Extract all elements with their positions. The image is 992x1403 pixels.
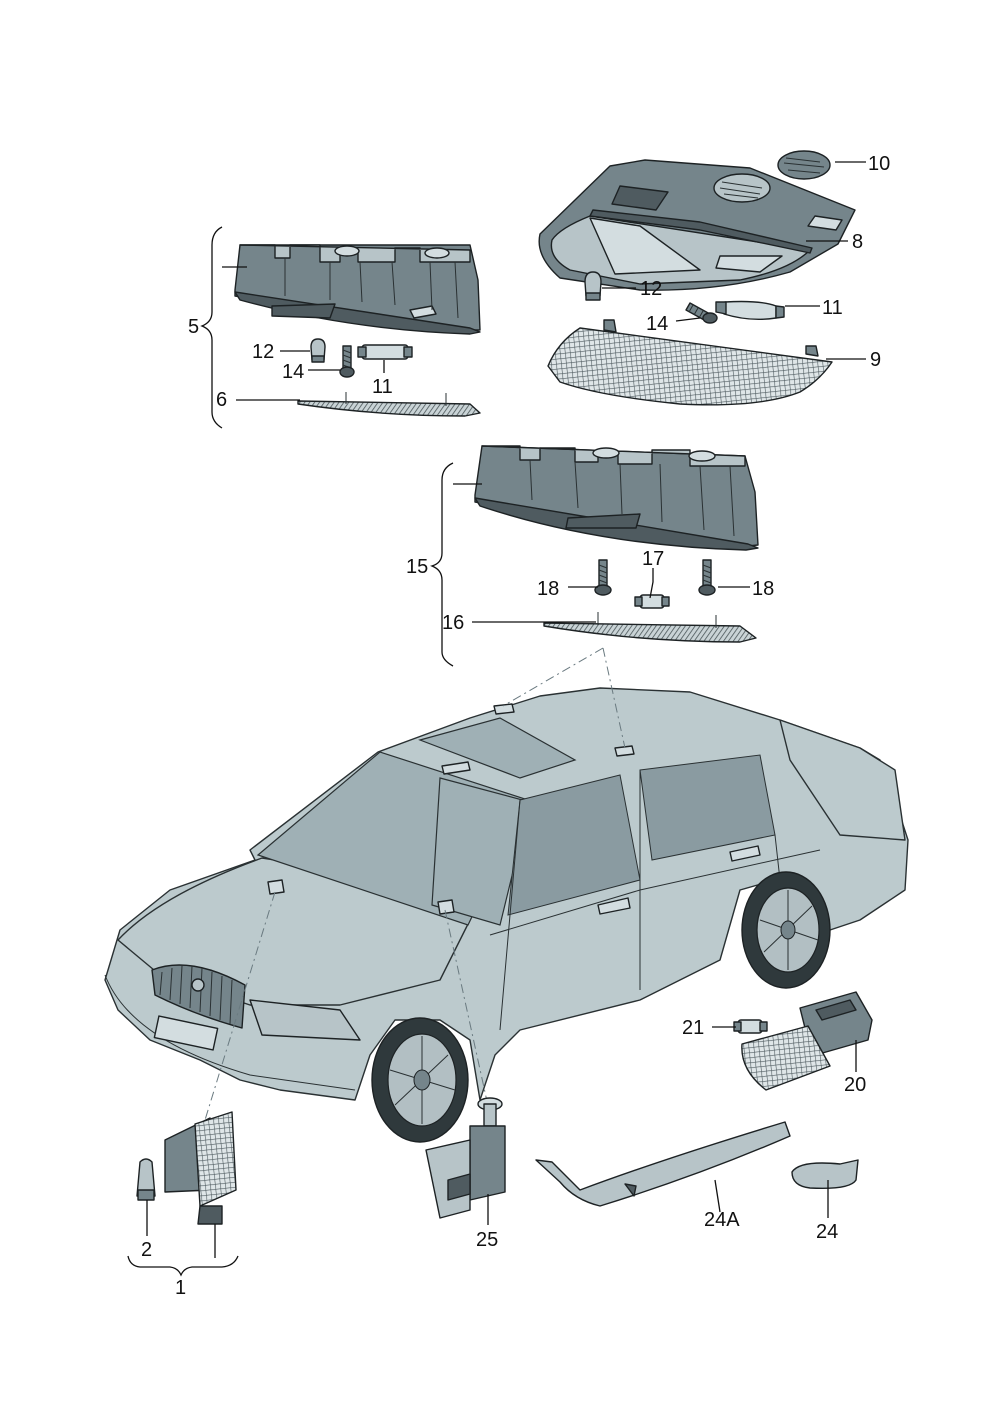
cap-24 <box>791 1159 859 1190</box>
car-body <box>104 687 909 1143</box>
label-5: 5 <box>188 316 199 338</box>
label-24: 24 <box>816 1221 838 1243</box>
pointer-line-15-rear <box>602 647 626 749</box>
festoon-bulb-11-right <box>715 300 785 321</box>
label-20: 20 <box>844 1074 866 1096</box>
screw-18-right <box>698 559 716 596</box>
lamp-20 <box>741 991 873 1091</box>
pointer-line-15-front <box>502 647 604 707</box>
label-12-right: 12 <box>640 278 662 300</box>
label-9: 9 <box>870 349 881 371</box>
callout-labels: 1 2 5 6 8 9 10 11 11 12 12 14 14 15 16 1… <box>141 153 890 1299</box>
interior-lamp-housing-15 <box>474 445 759 551</box>
label-14-left: 14 <box>282 361 304 383</box>
label-11-right: 11 <box>822 297 843 319</box>
label-2: 2 <box>141 1239 152 1261</box>
label-8: 8 <box>852 231 863 253</box>
pointer-line-25 <box>444 909 491 1116</box>
label-6: 6 <box>216 389 227 411</box>
label-17: 17 <box>642 548 664 570</box>
lamp-housing-1 <box>164 1111 237 1225</box>
bulb-12-left <box>310 338 326 363</box>
label-10: 10 <box>868 153 890 175</box>
label-18-right: 18 <box>752 578 774 600</box>
label-11-left: 11 <box>372 376 393 398</box>
cover-10 <box>777 150 831 180</box>
label-12-left: 12 <box>252 341 274 363</box>
bulb-17 <box>634 594 670 609</box>
label-24a: 24A <box>704 1209 740 1231</box>
label-1: 1 <box>175 1277 186 1299</box>
bulb-12-right <box>584 271 602 301</box>
label-15: 15 <box>406 556 428 578</box>
label-18-left: 18 <box>537 578 559 600</box>
lens-9 <box>547 319 833 406</box>
bulb-21 <box>733 1019 768 1034</box>
label-16: 16 <box>442 612 464 634</box>
pointer-line-1 <box>204 891 276 1121</box>
screw-18-left <box>594 559 612 596</box>
festoon-bulb-11-left <box>357 344 413 360</box>
bulb-2 <box>136 1158 156 1201</box>
screw-14-left <box>339 345 355 378</box>
label-25: 25 <box>476 1229 498 1251</box>
leader-lines <box>127 161 866 1277</box>
lens-6 <box>297 392 481 417</box>
screw-14-right <box>685 302 718 324</box>
door-contact-switch-25 <box>425 1097 506 1219</box>
label-21: 21 <box>682 1017 704 1039</box>
label-14-right: 14 <box>646 313 668 335</box>
trim-strip-24a <box>535 1121 791 1207</box>
lens-16 <box>543 612 757 643</box>
roof-console-8 <box>538 159 856 291</box>
interior-lamp-housing-5 <box>234 244 481 335</box>
